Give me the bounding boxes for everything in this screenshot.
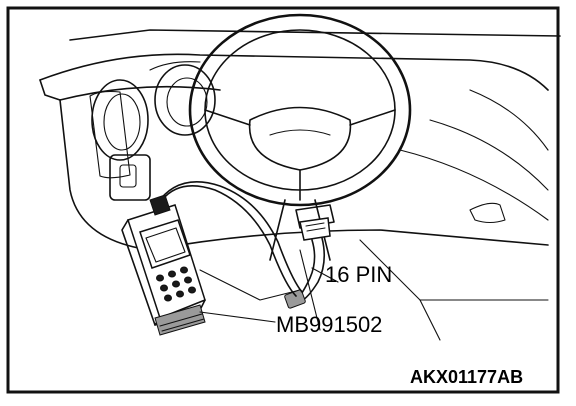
figure-code: AKX01177AB <box>410 367 523 387</box>
tester-device <box>121 194 206 336</box>
connector-leader-line <box>311 267 339 283</box>
steering-wheel <box>188 13 412 261</box>
connector-label: 16 PIN <box>325 262 392 287</box>
gauge-cluster <box>91 61 216 161</box>
switch-panel <box>109 154 151 201</box>
tester-cable <box>155 181 303 297</box>
tester-keypad <box>156 266 196 302</box>
tester-leader-line <box>199 311 276 323</box>
diagnostic-connector <box>284 204 335 309</box>
tester-label: MB991502 <box>276 312 382 337</box>
figure-frame <box>6 6 560 394</box>
